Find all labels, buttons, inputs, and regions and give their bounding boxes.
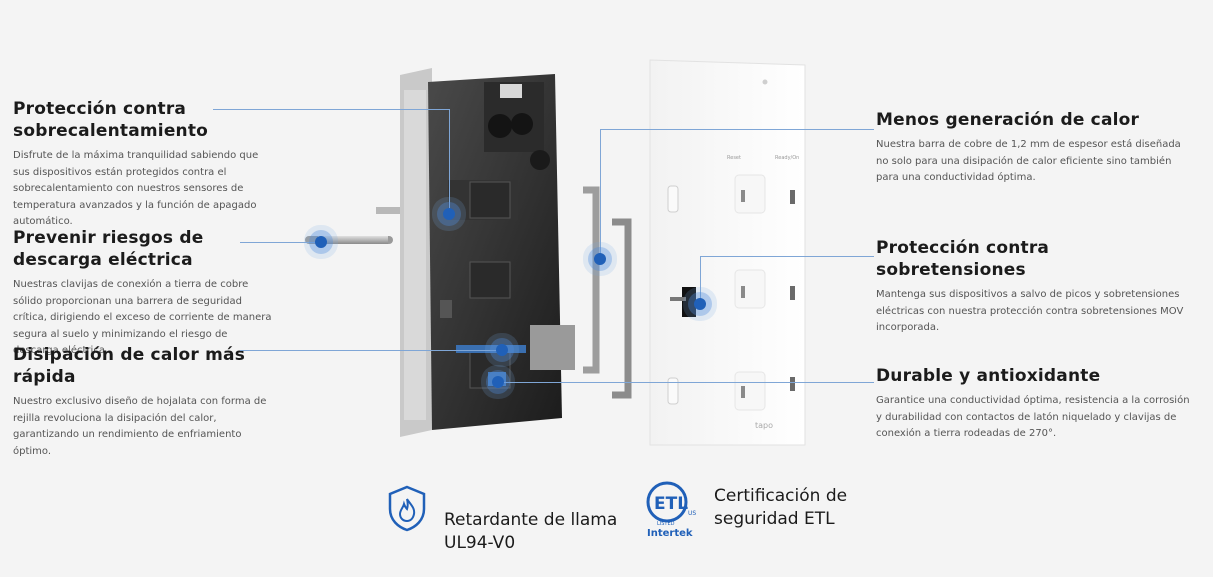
etl-logo-listed: LISTED <box>657 521 675 527</box>
flame-shield-icon <box>388 485 426 532</box>
etl-logo-text: ETL <box>654 494 688 514</box>
front-cover: Reset Ready/On tapo <box>649 59 806 446</box>
etl-logo-us: US <box>688 510 696 517</box>
callout-dot-shock <box>315 236 327 248</box>
callout-dot-surge <box>694 298 706 310</box>
mov-component <box>670 287 696 317</box>
outlet-label-ready: Ready/On <box>775 155 799 161</box>
prong <box>376 207 404 214</box>
connector-line-shock <box>240 242 320 243</box>
connector-line-dissipation <box>240 350 502 351</box>
connector-line-surge <box>700 256 874 257</box>
feature-description: Garantice una conductividad óptima, resi… <box>876 395 1190 439</box>
connector-line-overheat <box>213 109 450 110</box>
callout-dot-durable <box>492 376 504 388</box>
feature-surge-protection: Protección contra sobretensiones Manteng… <box>876 237 1194 337</box>
feature-description: Nuestro exclusivo diseño de hojalata con… <box>13 396 267 457</box>
feature-description: Nuestra barra de cobre de 1,2 mm de espe… <box>876 139 1181 183</box>
connector-line-less-heat <box>600 129 874 130</box>
feature-less-heat: Menos generación de calor Nuestra barra … <box>876 109 1194 187</box>
feature-title: Protección contra sobretensiones <box>876 238 1050 280</box>
callout-dot-less-heat <box>594 253 606 265</box>
feature-description: Mantenga sus dispositivos a salvo de pic… <box>876 289 1184 333</box>
feature-description: Nuestras clavijas de conexión a tierra d… <box>13 279 272 356</box>
connector-vline-surge <box>700 256 701 304</box>
back-housing <box>400 68 432 437</box>
feature-description: Disfrute de la máxima tranquilidad sabie… <box>13 150 259 227</box>
feature-title: Menos generación de calor <box>876 110 1140 130</box>
etl-intertek-icon: ETL LISTED US Intertek <box>646 481 696 539</box>
connector-vline-less-heat <box>600 129 601 259</box>
feature-durable: Durable y antioxidante Garantice una con… <box>876 365 1194 443</box>
ground-pin <box>305 236 393 244</box>
callout-dot-dissipation <box>496 344 508 356</box>
brand-logo: tapo <box>755 421 773 430</box>
outlet-label-reset: Reset <box>727 155 741 161</box>
intertek-text: Intertek <box>647 528 693 539</box>
copper-bus-bars <box>583 186 632 399</box>
circuit-board <box>428 74 575 430</box>
connector-line-durable <box>498 382 874 383</box>
callout-dot-overheat <box>443 208 455 220</box>
connector-vline-overheat <box>449 109 450 213</box>
feature-title: Durable y antioxidante <box>876 366 1101 386</box>
